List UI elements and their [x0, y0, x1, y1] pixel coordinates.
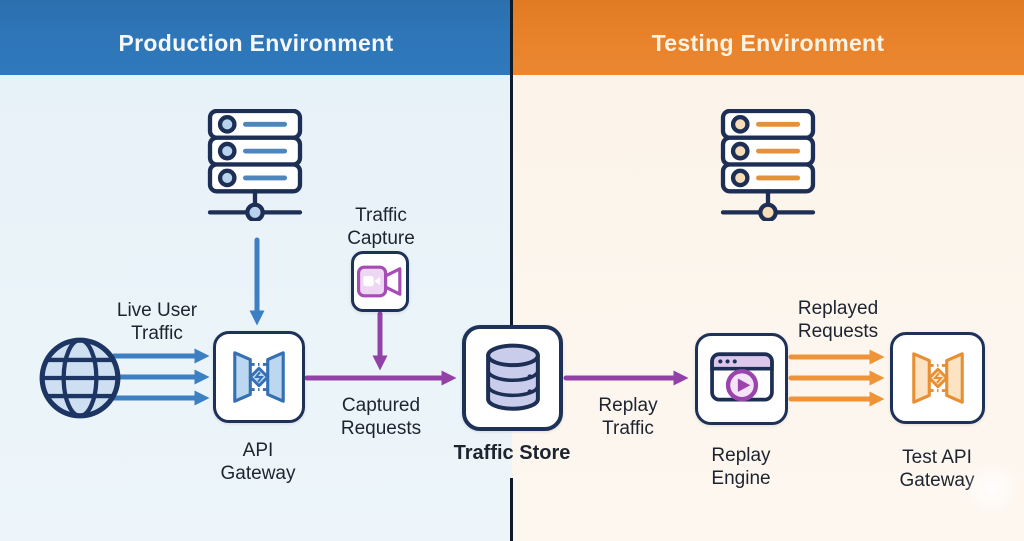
production-header-title: Production Environment: [118, 30, 394, 56]
api-gateway-icon: [907, 347, 969, 409]
traffic-capture-node: [351, 251, 409, 312]
production-header: Production Environment: [0, 0, 512, 75]
api-gateway-node: [213, 331, 305, 423]
testing-header: Testing Environment: [512, 0, 1024, 75]
environment-divider-top: [510, 0, 513, 326]
replay-engine-label: Replay Engine: [711, 445, 771, 489]
traffic-store-label: Traffic Store: [453, 442, 571, 464]
environment-divider-bottom: [510, 478, 513, 541]
api-gateway-icon: [228, 346, 290, 408]
database-icon: [481, 342, 545, 415]
replay-player-icon: [709, 352, 774, 406]
replay-engine-node: [695, 333, 788, 425]
live-user-traffic-label: Live User Traffic: [116, 300, 198, 344]
server-stack-icon: [720, 109, 816, 221]
replayed-requests-label: Replayed Requests: [797, 298, 879, 342]
test-api-gateway-label: Test API Gateway: [899, 447, 975, 491]
video-camera-icon: [357, 263, 403, 300]
captured-requests-label: Captured Requests: [340, 395, 422, 439]
test-api-gateway-node: [890, 332, 985, 424]
server-stack-icon: [207, 109, 303, 221]
traffic-capture-label: Traffic Capture: [347, 205, 415, 249]
testing-header-title: Testing Environment: [651, 30, 885, 56]
replay-traffic-label: Replay Traffic: [598, 395, 658, 439]
api-gateway-label: API Gateway: [220, 440, 296, 484]
traffic-store-node: [462, 325, 563, 431]
corner-highlight: [963, 460, 1021, 518]
globe-icon: [37, 335, 123, 421]
